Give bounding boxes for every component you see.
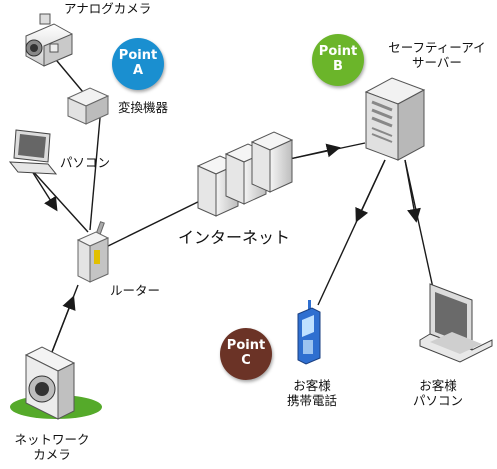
point-c-badge: Point C [220,328,272,380]
internet-label: インターネット [178,228,291,247]
link-pc-router [29,167,89,233]
server-icon [364,77,426,161]
badge-word: Point [226,338,266,353]
server-label-line1: セーフティーアイ [388,40,486,55]
customer-phone-label-line2: 携帯電話 [286,393,337,408]
link-server-pc-arrow [404,159,421,223]
customer-pc-label-line2: パソコン [412,393,463,408]
server-label-line2: サーバー [412,55,462,70]
point-a-badge: Point A [112,38,164,90]
customer-phone-label: お客様 携帯電話 [272,378,352,408]
badge-letter: C [241,353,251,368]
network-camera-icon [10,346,102,420]
connection-lines [29,54,434,353]
pc-label: パソコン [60,155,111,170]
link-camera-converter [51,54,89,99]
point-b-badge: Point B [312,34,364,86]
server-label: セーフティーアイ サーバー [382,40,492,70]
analog-camera-label: アナログカメラ [64,1,152,16]
link-converter-router [89,117,101,231]
network-camera-label-line1: ネットワーク [14,432,90,447]
analog-camera-icon [25,13,73,67]
link-netcam-router-arrow [51,295,76,353]
link-router-internet [103,195,211,249]
badge-letter: A [132,63,144,78]
link-server-phone-arrow [355,159,386,223]
converter-box-icon [66,87,110,125]
laptop-icon [419,283,493,363]
customer-pc-label: お客様 パソコン [398,378,478,408]
network-camera-label: ネットワーク カメラ [2,432,102,462]
customer-phone-label-line1: お客様 [293,378,331,393]
link-internet-server-arrow [284,143,341,161]
router-label: ルーター [110,283,161,298]
router-icon [76,221,110,283]
firewall-icon [196,131,294,217]
laptop-icon [8,129,58,175]
converter-label: 変換機器 [118,100,169,115]
badge-word: Point [318,44,358,59]
badge-word: Point [118,48,158,63]
network-camera-label-line2: カメラ [33,447,71,462]
badge-letter: B [333,59,343,74]
customer-pc-label-line1: お客様 [419,378,457,393]
link-server-pc [404,159,434,289]
mobile-phone-icon [297,300,321,365]
link-pc-router-arrow [29,167,58,212]
